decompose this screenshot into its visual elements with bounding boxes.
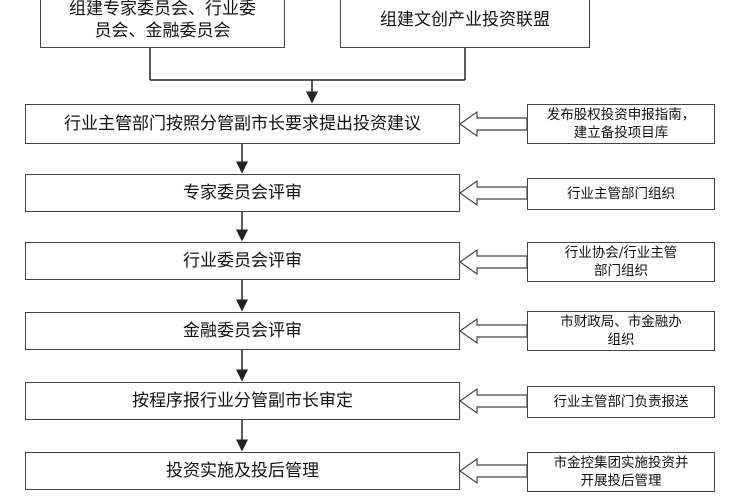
hollow-arrow-4 xyxy=(458,387,528,415)
hollow-arrow-5 xyxy=(458,457,528,485)
side-note-0: 发布股权投资申报指南， 建立备投项目库 xyxy=(527,104,715,144)
step-box-finance-review: 金融委员会评审 xyxy=(25,312,460,350)
hollow-arrow-1 xyxy=(458,179,528,207)
top-box-committees: 组建专家委员会、行业委 员会、金融委员会 xyxy=(40,0,285,48)
step-box-implementation: 投资实施及投后管理 xyxy=(25,452,460,490)
side-note-2: 行业协会/行业主管 部门组织 xyxy=(527,242,715,282)
step-box-approval: 按程序报行业分管副市长审定 xyxy=(25,382,460,420)
side-note-4: 行业主管部门负责报送 xyxy=(527,386,715,418)
hollow-arrow-3 xyxy=(458,317,528,345)
hollow-arrow-0 xyxy=(458,110,528,138)
step-box-expert-review: 专家委员会评审 xyxy=(25,174,460,212)
top-box-investment-alliance: 组建文创产业投资联盟 xyxy=(340,0,590,48)
side-note-1: 行业主管部门组织 xyxy=(527,178,715,210)
step-box-investment-proposal: 行业主管部门按照分管副市长要求提出投资建议 xyxy=(25,104,460,144)
step-box-industry-review: 行业委员会评审 xyxy=(25,242,460,280)
hollow-arrow-2 xyxy=(458,248,528,276)
side-note-5: 市金控集团实施投资并 开展投后管理 xyxy=(527,452,715,492)
side-note-3: 市财政局、市金融办 组织 xyxy=(527,311,715,351)
